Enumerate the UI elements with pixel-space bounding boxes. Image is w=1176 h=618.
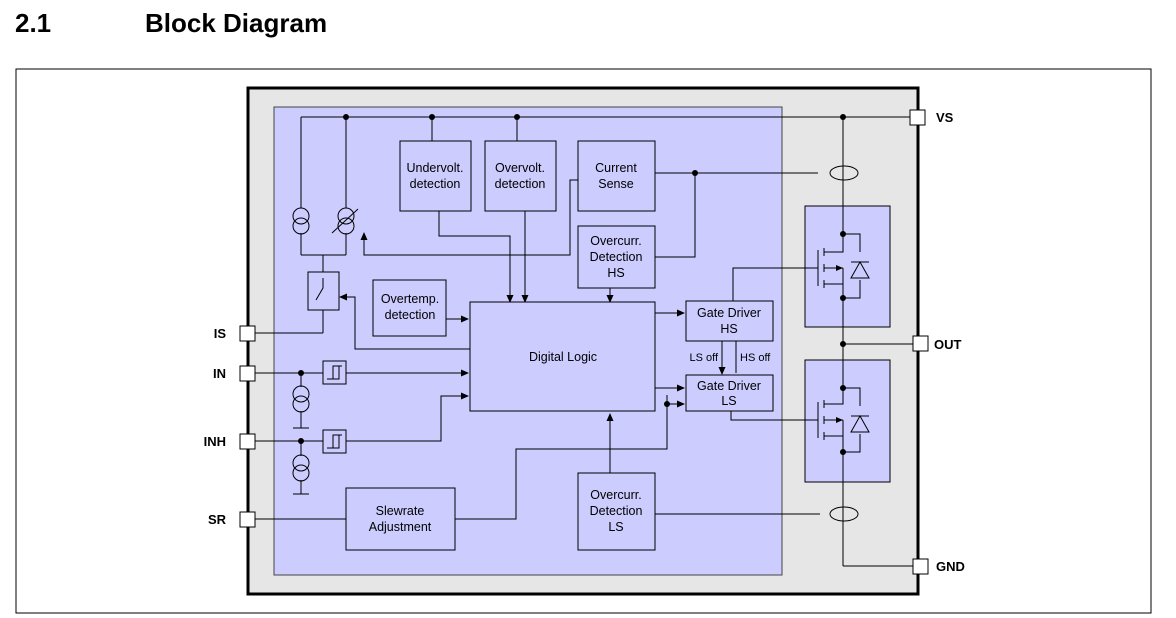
in-pulldown-source-icon xyxy=(292,385,310,413)
block-undervolt-line1: Undervolt. xyxy=(407,161,464,175)
block-slewrate: Slewrate Adjustment xyxy=(345,487,456,551)
block-slewrate-line1: Slewrate xyxy=(376,504,425,518)
block-digital-logic-label: Digital Logic xyxy=(529,350,597,364)
block-overcurr-hs-line2: Detection xyxy=(590,250,643,264)
inh-pin xyxy=(239,433,256,450)
block-current-sense-line2: Sense xyxy=(598,177,633,191)
block-overcurr-hs-line3: HS xyxy=(607,266,624,280)
block-overvolt: Overvolt. detection xyxy=(484,140,557,212)
ls-mosfet-arrow-icon xyxy=(836,417,843,423)
block-current-sense-line1: Current xyxy=(595,161,637,175)
hs-off-label: HS off xyxy=(740,352,771,364)
body-diodes xyxy=(850,260,870,433)
block-overtemp-line2: detection xyxy=(385,308,436,322)
block-overcurr-hs-line1: Overcurr. xyxy=(590,234,641,248)
hs-diode-icon xyxy=(850,260,870,279)
is-switch xyxy=(307,271,340,311)
pin-squares xyxy=(239,109,929,575)
block-overtemp: Overtemp. detection xyxy=(372,279,447,337)
controlled-current-source-icon xyxy=(331,207,359,235)
block-overcurr-ls-line3: LS xyxy=(608,520,623,534)
block-gate-driver-hs-line2: HS xyxy=(720,322,737,336)
sr-pin xyxy=(239,511,256,528)
ls-off-label: LS off xyxy=(689,352,718,364)
ls-diode-icon xyxy=(850,414,870,433)
block-overcurr-ls-line1: Overcurr. xyxy=(590,488,641,502)
block-gate-driver-hs-line1: Gate Driver xyxy=(697,306,761,320)
block-overcurr-hs: Overcurr. Detection HS xyxy=(577,225,656,289)
block-gate-driver-ls-line2: LS xyxy=(721,394,736,408)
ls-switch-region xyxy=(804,359,891,483)
sr-pin-label: SR xyxy=(208,512,227,527)
junction-dots xyxy=(298,114,846,455)
vs-pin xyxy=(909,109,926,126)
block-undervolt-line2: detection xyxy=(410,177,461,191)
inh-pulldown-source-icon xyxy=(292,454,310,482)
gnd-pin-label: GND xyxy=(936,559,965,574)
block-gate-driver-hs: Gate Driver HS xyxy=(685,300,774,342)
block-undervolt: Undervolt. detection xyxy=(399,140,472,212)
block-overvolt-line2: detection xyxy=(495,177,546,191)
in-pin xyxy=(239,365,256,382)
block-gate-driver-ls: Gate Driver LS xyxy=(685,374,774,412)
block-overtemp-line1: Overtemp. xyxy=(381,292,439,306)
inh-schmitt-trigger-icon xyxy=(322,429,347,454)
inh-pin-label: INH xyxy=(204,434,226,449)
section-number: 2.1 xyxy=(15,8,52,38)
hs-switch-region xyxy=(804,205,891,328)
gnd-pin xyxy=(912,558,929,575)
block-slewrate-line2: Adjustment xyxy=(369,520,432,534)
block-overcurr-ls-line2: Detection xyxy=(590,504,643,518)
hs-mosfet-arrow-icon xyxy=(836,265,843,271)
block-digital-logic: Digital Logic xyxy=(469,301,656,412)
current-source-icon xyxy=(292,207,310,235)
block-current-sense: Current Sense xyxy=(577,140,656,212)
out-pin-label: OUT xyxy=(934,337,962,352)
out-pin xyxy=(912,335,929,352)
block-overcurr-ls: Overcurr. Detection LS xyxy=(577,472,656,551)
in-pin-label: IN xyxy=(213,366,226,381)
is-pin-label: IS xyxy=(214,326,227,341)
current-sources xyxy=(292,207,359,482)
section-title: Block Diagram xyxy=(145,8,328,38)
block-overvolt-line1: Overvolt. xyxy=(495,161,545,175)
block-gate-driver-ls-line1: Gate Driver xyxy=(697,379,761,393)
vs-pin-label: VS xyxy=(936,110,954,125)
is-pin xyxy=(239,325,256,342)
in-schmitt-trigger-icon xyxy=(322,360,347,385)
